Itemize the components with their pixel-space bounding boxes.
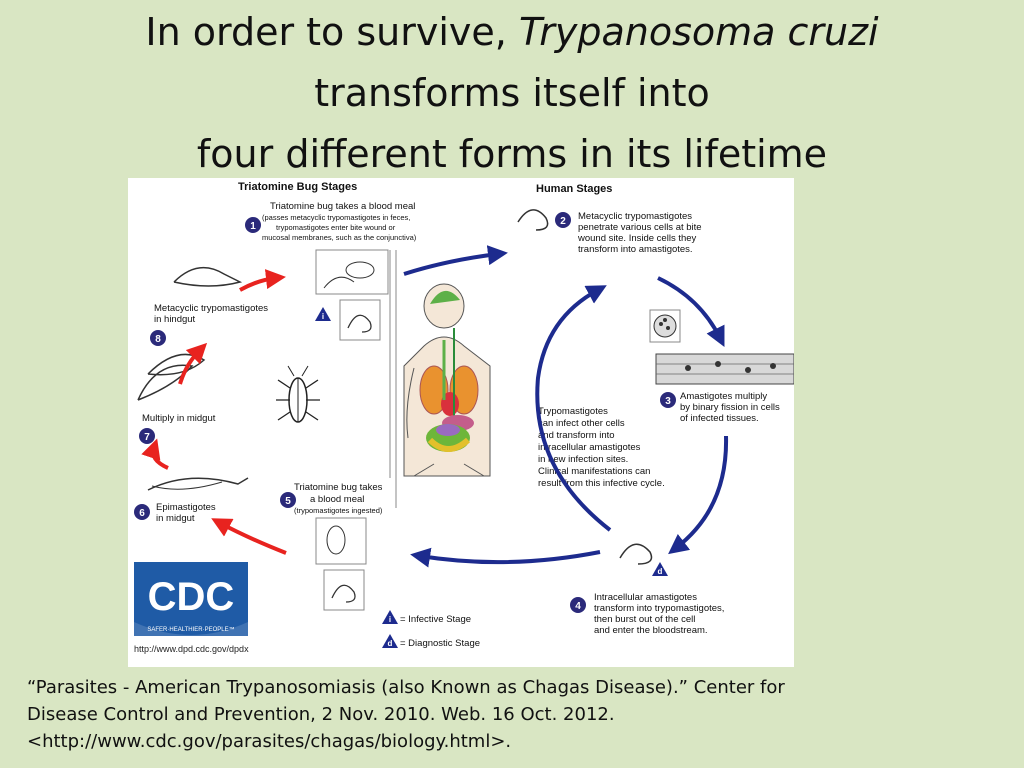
stage-8-badge	[150, 330, 166, 346]
metacyclic-trypomastigote-icon	[173, 266, 243, 287]
stage-5-number: 5	[285, 496, 291, 507]
stage-5-text-2: a blood meal	[310, 494, 364, 505]
legend-diagnostic-label: = Diagnostic Stage	[400, 638, 480, 649]
svg-text:i: i	[389, 615, 391, 624]
arrow-7-to-8	[178, 342, 208, 385]
stage-3-text-2: by binary fission in cells	[680, 402, 780, 413]
arrow-5-to-6	[211, 518, 287, 555]
cdc-tagline: SAFER·HEALTHIER·PEOPLE™	[147, 626, 234, 633]
stage-1-parasite-inset	[339, 299, 381, 341]
cdc-logo-text: CDC	[148, 575, 235, 619]
stage-6-badge	[134, 504, 150, 520]
arrow-2-to-3	[657, 276, 725, 347]
cdc-logo: CDC SAFER·HEALTHIER·PEOPLE™	[134, 562, 248, 636]
center-note-2: can infect other cells	[538, 418, 625, 429]
stage-6-text-2: in midgut	[156, 513, 195, 524]
citation: “Parasites - American Trypanosomiasis (a…	[27, 674, 1007, 755]
slide-title: In order to survive, Trypanosoma cruzi t…	[0, 2, 1024, 185]
arrow-3-to-4	[668, 435, 729, 555]
arrow-reinfection-cycle	[535, 285, 612, 532]
title-line-2: transforms itself into	[314, 71, 710, 115]
stage-5-badge	[280, 492, 296, 508]
center-note-4: intracellular amastigotes	[538, 442, 641, 453]
stage-6-text-1: Epimastigotes	[156, 502, 216, 513]
center-note-3: and transform into	[538, 430, 615, 441]
stage-5-text-3: (trypomastigotes ingested)	[294, 506, 383, 515]
stage-4-text-1: Intracellular amastigotes	[594, 592, 697, 603]
human-body-figure	[403, 283, 491, 477]
stage-2-text-1: Metacyclic trypomastigotes	[578, 211, 692, 222]
stage-1-text-2: (passes metacyclic trypomastigotes in fe…	[262, 213, 410, 222]
center-note-1: Trypomastigotes	[538, 406, 608, 417]
stage-8-text-1: Metacyclic trypomastigotes	[154, 303, 268, 314]
header-human-stages: Human Stages	[536, 183, 612, 195]
svg-text:d: d	[388, 639, 393, 648]
stage-8-number: 8	[155, 334, 161, 345]
stage-2-parasite-icon	[517, 209, 549, 231]
stage-6-number: 6	[139, 508, 145, 519]
stage-1-bug-inset	[315, 249, 389, 295]
stage-4-number: 4	[575, 601, 581, 612]
infected-tissue-illustration	[655, 353, 794, 385]
arrow-8-to-1	[239, 269, 286, 292]
stage-2-badge	[555, 212, 571, 228]
stage-2-text-4: transform into amastigotes.	[578, 244, 693, 255]
cdc-url: http://www.dpd.cdc.gov/dpdx	[134, 644, 249, 654]
svg-text:i: i	[322, 312, 324, 321]
title-species-name: Trypanosoma cruzi	[518, 10, 879, 54]
stage-5-text-1: Triatomine bug takes	[294, 482, 383, 493]
stage-1-text-4: mucosal membranes, such as the conjuncti…	[262, 233, 417, 242]
stage-2-text-3: wound site. Inside cells they	[577, 233, 697, 244]
header-bug-stages: Triatomine Bug Stages	[238, 181, 357, 193]
title-line-3: four different forms in its lifetime	[196, 132, 828, 176]
center-note-7: result from this infective cycle.	[538, 478, 665, 489]
stage-3-text-1: Amastigotes multiply	[680, 391, 767, 402]
life-cycle-svg: Triatomine Bug Stages Human Stages 1 Tri…	[134, 181, 794, 654]
legend-infective-icon	[382, 610, 398, 624]
stage-4-text-3: then burst out of the cell	[594, 614, 695, 625]
infective-stage-icon	[315, 307, 331, 321]
stage-3-badge	[660, 392, 676, 408]
stage-1-number: 1	[250, 221, 256, 232]
citation-line-2: Disease Control and Prevention, 2 Nov. 2…	[27, 704, 615, 725]
arrow-1-to-2	[403, 245, 508, 276]
multiplying-parasites-icon	[137, 364, 194, 401]
stage-7-number: 7	[144, 432, 150, 443]
stage-3-text-3: of infected tissues.	[680, 413, 759, 424]
stage-7-text-1: Multiply in midgut	[142, 413, 216, 424]
stage-3-number: 3	[665, 396, 671, 407]
stage-5-parasite-inset	[323, 569, 365, 611]
legend-infective-label: = Infective Stage	[400, 614, 471, 625]
stage-1-text-1: Triatomine bug takes a blood meal	[270, 201, 415, 212]
diagnostic-stage-icon	[652, 562, 668, 576]
citation-line-3: <http://www.cdc.gov/parasites/chagas/bio…	[27, 731, 512, 752]
legend-diagnostic-icon	[382, 634, 398, 648]
bug-feeding-icon	[345, 261, 375, 279]
epimastigote-icon	[147, 477, 249, 491]
stage-4-text-2: transform into trypomastigotes,	[594, 603, 724, 614]
center-note-5: in new infection sites.	[538, 454, 628, 465]
center-note-6: Clinical manifestations can	[538, 466, 650, 477]
trypomastigote-icon	[347, 314, 372, 333]
life-cycle-diagram: Triatomine Bug Stages Human Stages 1 Tri…	[128, 178, 794, 667]
stage-4-parasite-icon	[619, 543, 653, 565]
stage-4-badge	[570, 597, 586, 613]
stage-5-bug-inset	[315, 517, 367, 565]
stage-8-text-2: in hindgut	[154, 314, 196, 325]
arrow-6-to-7	[141, 438, 169, 470]
stage-1-badge	[245, 217, 261, 233]
svg-text:d: d	[658, 567, 663, 576]
triatomine-bug-illustration	[276, 365, 320, 423]
stage-1-text-3: trypomastigotes enter bite wound or	[276, 223, 396, 232]
title-line-1: In order to survive, Trypanosoma cruzi	[145, 10, 879, 54]
stage-2-text-2: penetrate various cells at bite	[578, 222, 702, 233]
stage-2-number: 2	[560, 216, 566, 227]
citation-line-1: “Parasites - American Trypanosomiasis (a…	[27, 677, 785, 698]
stage-4-text-4: and enter the bloodstream.	[594, 625, 708, 636]
arrow-4-to-5	[410, 547, 601, 568]
